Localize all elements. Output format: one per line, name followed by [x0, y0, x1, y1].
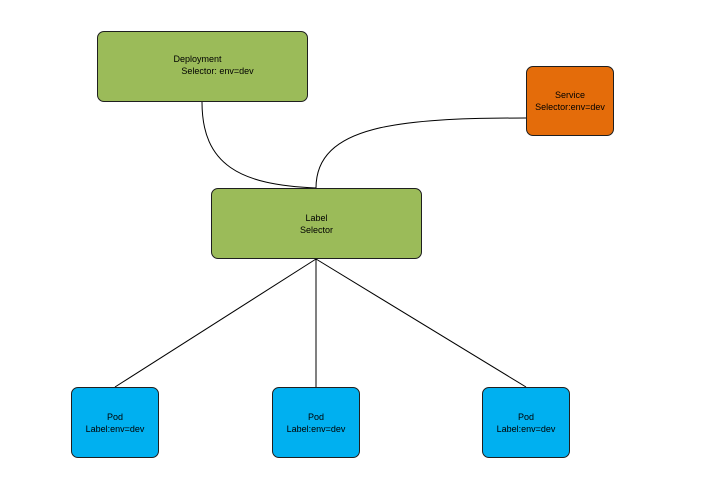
edge-service-to-selector: [315, 117, 527, 189]
deployment-node: Deployment Selector: env=dev: [97, 31, 308, 102]
deployment-title: Deployment: [173, 53, 222, 64]
pod-node-1: Pod Label:env=dev: [71, 387, 159, 458]
pod-label: Label:env=dev: [496, 423, 556, 434]
deployment-selector: Selector: env=dev: [181, 65, 254, 76]
pod-title: Pod: [106, 411, 123, 422]
label-selector-line2: Selector: [299, 224, 334, 235]
label-selector-node: Label Selector: [211, 188, 422, 259]
pod-label: Label:env=dev: [85, 423, 145, 434]
edge-deployment-to-selector: [201, 101, 317, 189]
service-selector: Selector:env=dev: [535, 102, 605, 112]
pod-node-2: Pod Label:env=dev: [272, 387, 360, 458]
service-title: Service: [554, 90, 585, 100]
edge-selector-to-pod-3: [315, 258, 527, 388]
service-node: Service Selector:env=dev: [526, 66, 614, 136]
label-selector-line1: Label: [305, 212, 328, 223]
edge-selector-to-pod-1: [114, 258, 317, 388]
pod-label: Label:env=dev: [286, 423, 346, 434]
pod-title: Pod: [307, 411, 324, 422]
pod-node-3: Pod Label:env=dev: [482, 387, 570, 458]
pod-title: Pod: [517, 411, 534, 422]
